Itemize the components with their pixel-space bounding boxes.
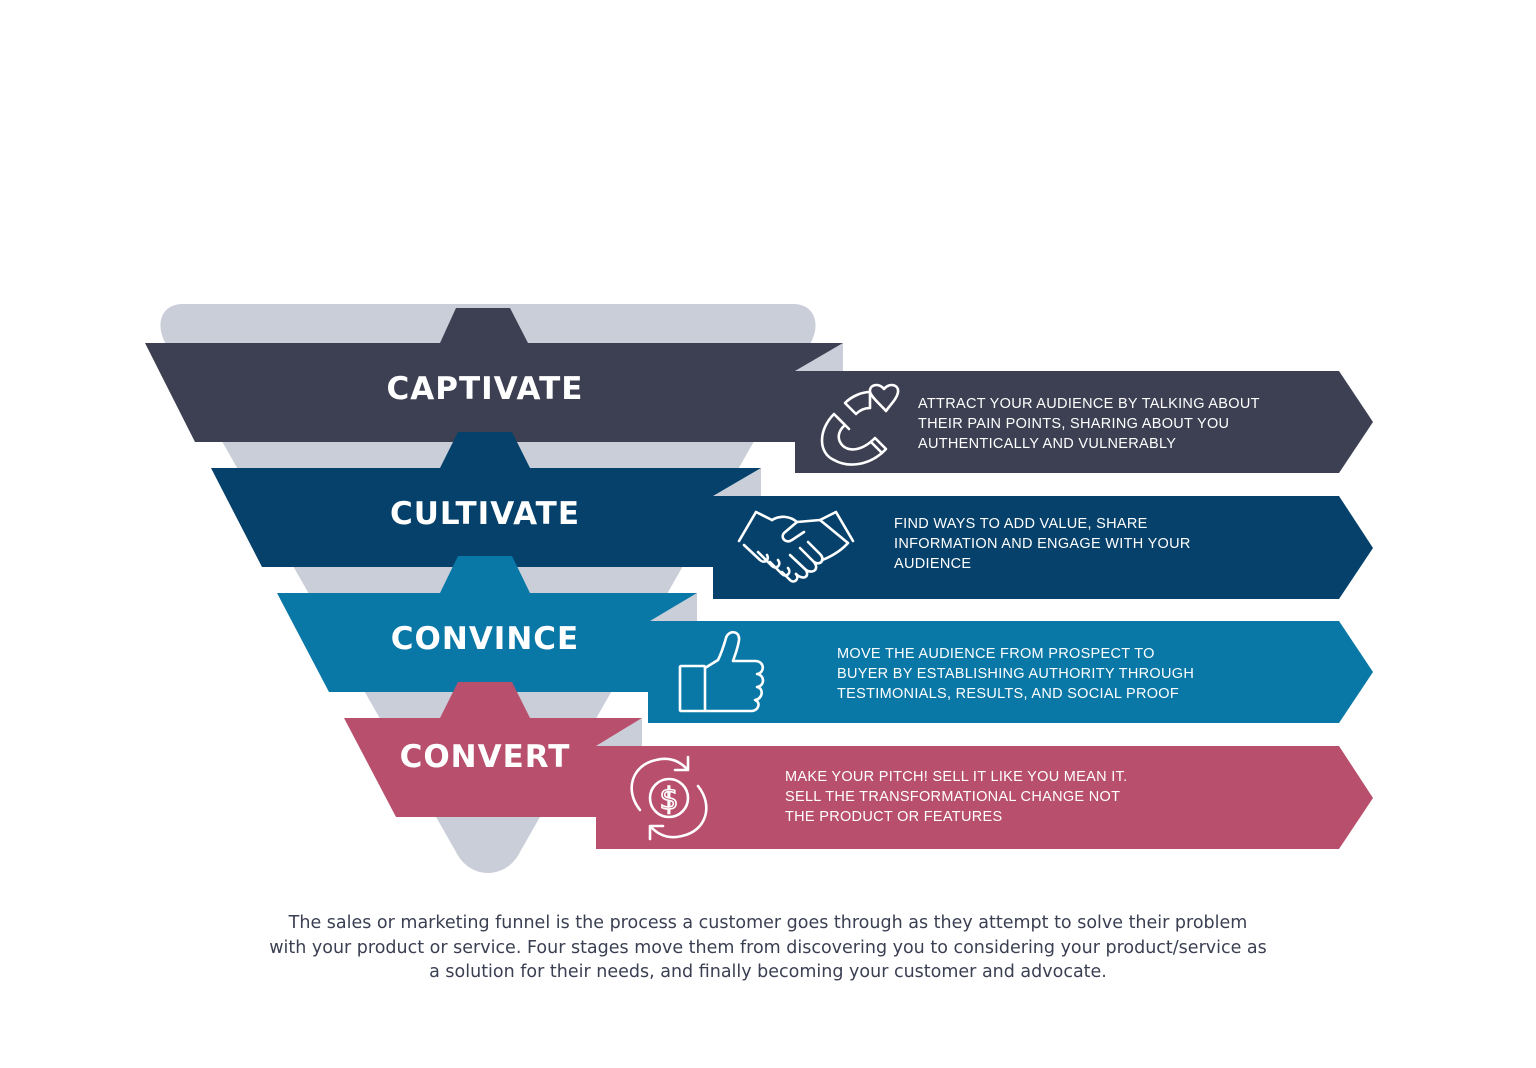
- convert-tab: [440, 682, 530, 718]
- thumbs-up-icon: [678, 630, 765, 713]
- captivate-desc-line-1: ATTRACT YOUR AUDIENCE BY TALKING ABOUT: [918, 396, 1260, 412]
- convince-tab: [440, 556, 530, 593]
- stage-convert: CONVERT $ MAKE YOUR PITCH! SELL IT LIKE …: [344, 682, 1373, 849]
- convince-arrow: [648, 621, 1373, 723]
- stage-captivate: CAPTIVATE ATTRACT YOUR AUDIENCE BY TALKI…: [145, 308, 1373, 473]
- convince-desc-line-1: MOVE THE AUDIENCE FROM PROSPECT TO: [837, 646, 1155, 662]
- funnel-caption: The sales or marketing funnel is the pro…: [269, 913, 1267, 982]
- captivate-desc-line-3: AUTHENTICALLY AND VULNERABLY: [918, 436, 1176, 452]
- convert-desc-line-2: SELL THE TRANSFORMATIONAL CHANGE NOT: [785, 789, 1120, 805]
- convince-band: [277, 593, 697, 692]
- cultivate-arrow: [713, 496, 1373, 599]
- cultivate-band: [211, 468, 761, 567]
- convince-desc-line-2: BUYER BY ESTABLISHING AUTHORITY THROUGH: [837, 666, 1194, 682]
- cultivate-desc-line-2: INFORMATION AND ENGAGE WITH YOUR: [894, 536, 1191, 552]
- convince-desc-line-3: TESTIMONIALS, RESULTS, AND SOCIAL PROOF: [837, 686, 1179, 702]
- cultivate-title: CULTIVATE: [390, 496, 580, 532]
- convert-band: [344, 718, 642, 817]
- captivate-tab: [440, 308, 528, 343]
- svg-text:$: $: [659, 782, 678, 817]
- convert-title: CONVERT: [400, 739, 571, 775]
- captivate-title: CAPTIVATE: [387, 371, 584, 407]
- convert-desc-line-1: MAKE YOUR PITCH! SELL IT LIKE YOU MEAN I…: [785, 769, 1127, 785]
- cultivate-desc-line-1: FIND WAYS TO ADD VALUE, SHARE: [894, 516, 1148, 532]
- handshake-icon: [737, 510, 855, 583]
- captivate-arrow: [795, 371, 1373, 473]
- magnet-heart-icon: [820, 383, 900, 466]
- captivate-desc-line-2: THEIR PAIN POINTS, SHARING ABOUT YOU: [918, 416, 1229, 432]
- convert-arrow: [596, 746, 1373, 849]
- stage-cultivate: CULTIVATE FIND WAYS TO ADD VALUE, SHARE …: [211, 432, 1373, 599]
- convert-desc-line-3: THE PRODUCT OR FEATURES: [785, 809, 1002, 825]
- convince-title: CONVINCE: [391, 621, 579, 657]
- dollar-cycle-icon: $: [630, 755, 708, 841]
- cultivate-tab: [440, 432, 530, 468]
- captivate-band: [145, 343, 843, 442]
- cultivate-desc-line-3: AUDIENCE: [894, 556, 971, 572]
- stage-convince: CONVINCE MOVE THE AUDIENCE FROM PROSPECT…: [277, 556, 1373, 723]
